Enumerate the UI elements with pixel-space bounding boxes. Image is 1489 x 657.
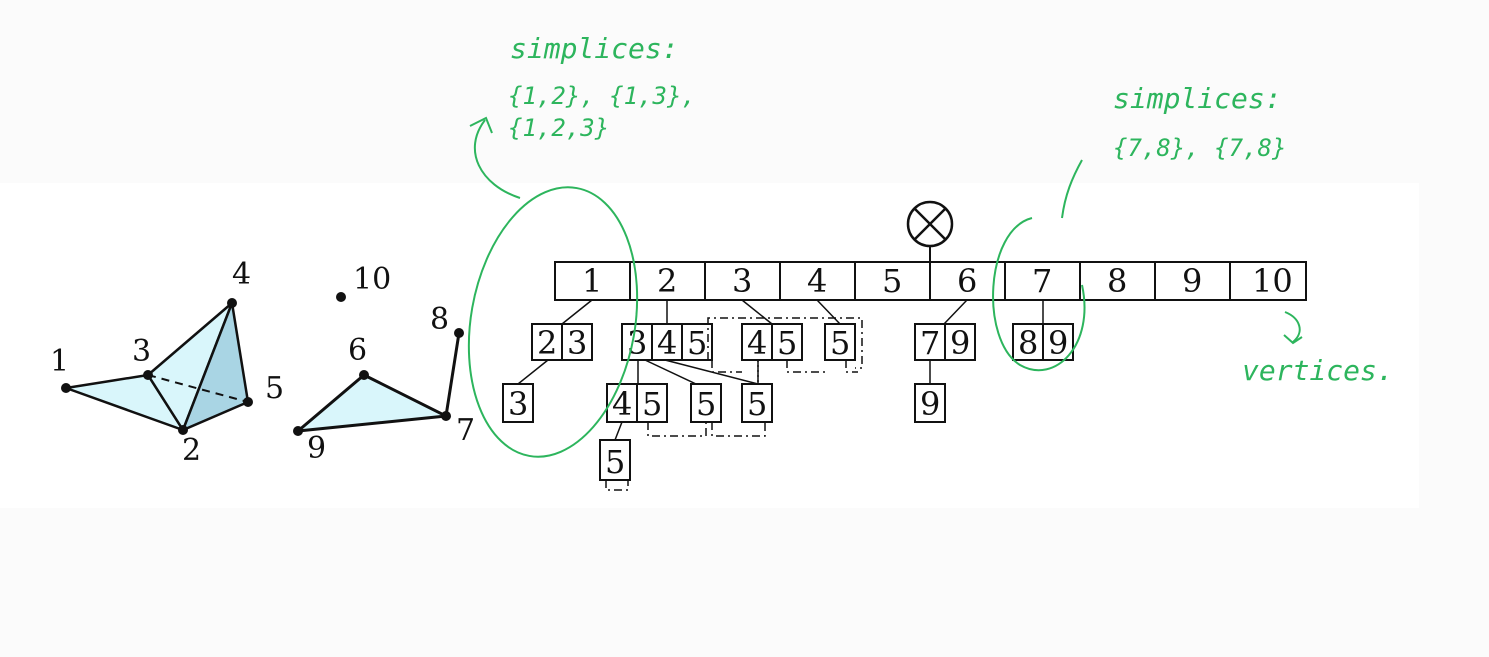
top-cell-6: 6 bbox=[957, 262, 977, 300]
highlight-ellipse-vertex-1 bbox=[467, 186, 639, 458]
vertex-label-3: 3 bbox=[132, 334, 151, 369]
root-cross-b bbox=[914, 208, 946, 240]
vertex-label-4: 4 bbox=[232, 257, 251, 292]
top-cell-7: 7 bbox=[1032, 262, 1052, 300]
highlight-loop-vertex-7 bbox=[992, 217, 1086, 372]
vertex-label-6: 6 bbox=[348, 333, 367, 368]
left-note-line1: {1,2}, {1,3}, bbox=[508, 82, 696, 110]
vertex-label-1: 1 bbox=[50, 344, 69, 379]
node-6-7: 7 bbox=[920, 324, 940, 362]
vertex-label-5: 5 bbox=[265, 371, 284, 406]
arrow-to-right-note bbox=[1061, 159, 1083, 219]
node-2-3-4-5: 5 bbox=[605, 443, 625, 481]
cousin-links bbox=[605, 317, 863, 491]
vertex-2 bbox=[178, 425, 188, 435]
vertex-label-7: 7 bbox=[456, 413, 475, 448]
node-4-5: 5 bbox=[830, 324, 850, 362]
arrow-head-left bbox=[469, 116, 493, 134]
vertex-3 bbox=[143, 370, 153, 380]
node-6-7-9: 9 bbox=[920, 385, 940, 423]
top-cell-8: 8 bbox=[1107, 262, 1127, 300]
top-cell-9: 9 bbox=[1182, 262, 1202, 300]
top-cell-5: 5 bbox=[882, 262, 902, 300]
top-cell-1: 1 bbox=[582, 262, 602, 300]
node-2-5: 5 bbox=[687, 324, 707, 362]
right-note-title: simplices: bbox=[1113, 82, 1282, 115]
arrow-head-vertices bbox=[1283, 334, 1303, 345]
node-2-3: 3 bbox=[627, 324, 647, 362]
arrow-to-left-note bbox=[473, 119, 521, 199]
vertices-note: vertices. bbox=[1242, 354, 1394, 387]
edge-7-8 bbox=[444, 332, 461, 417]
node-7-8: 8 bbox=[1018, 324, 1038, 362]
top-cell-4: 4 bbox=[807, 262, 827, 300]
vertex-label-10: 10 bbox=[353, 262, 391, 297]
vertex-7 bbox=[441, 411, 451, 421]
simplicial-complex: 1 2 3 4 5 6 7 8 9 10 bbox=[50, 257, 475, 468]
node-2-4: 4 bbox=[657, 324, 677, 362]
node-2-3-5: 5 bbox=[642, 385, 662, 423]
node-1-2: 2 bbox=[537, 324, 557, 362]
right-note-line1: {7,8}, {7,8} bbox=[1113, 134, 1286, 162]
vertex-5 bbox=[243, 397, 253, 407]
node-3-4-5: 5 bbox=[747, 385, 767, 423]
vertex-6 bbox=[359, 370, 369, 380]
vertex-9 bbox=[293, 426, 303, 436]
node-1-2-3: 3 bbox=[508, 385, 528, 423]
vertex-1 bbox=[61, 383, 71, 393]
top-cell-10: 10 bbox=[1252, 262, 1293, 300]
node-1-3: 3 bbox=[567, 324, 587, 362]
vertex-4 bbox=[227, 298, 237, 308]
top-level-dividers bbox=[629, 262, 1231, 300]
node-2-4-5: 5 bbox=[696, 385, 716, 423]
annotations bbox=[467, 116, 1303, 458]
vertex-label-9: 9 bbox=[307, 431, 326, 466]
node-3-4: 4 bbox=[747, 324, 767, 362]
left-note-line2: {1,2,3} bbox=[508, 114, 609, 142]
simplex-tree bbox=[502, 200, 1307, 491]
vertex-label-2: 2 bbox=[182, 433, 201, 468]
tree-node-boxes bbox=[502, 323, 1074, 481]
node-7-9: 9 bbox=[1048, 324, 1068, 362]
top-cell-2: 2 bbox=[657, 262, 677, 300]
node-2-3-4: 4 bbox=[612, 385, 632, 423]
left-note-title: simplices: bbox=[510, 32, 679, 65]
node-3-5: 5 bbox=[777, 324, 797, 362]
vertex-label-8: 8 bbox=[430, 302, 449, 337]
vertex-10 bbox=[336, 292, 346, 302]
vertex-8 bbox=[454, 328, 464, 338]
arrow-to-vertices-note bbox=[1284, 311, 1301, 343]
hidden-edge-3-5 bbox=[147, 374, 249, 403]
top-cell-3: 3 bbox=[732, 262, 752, 300]
tree-cell-labels: 1 2 3 4 5 6 7 8 9 10 2 3 3 3 4 5 4 5 5 5… bbox=[508, 262, 1293, 481]
node-6-9: 9 bbox=[950, 324, 970, 362]
triangle-6-7-9 bbox=[293, 373, 452, 433]
